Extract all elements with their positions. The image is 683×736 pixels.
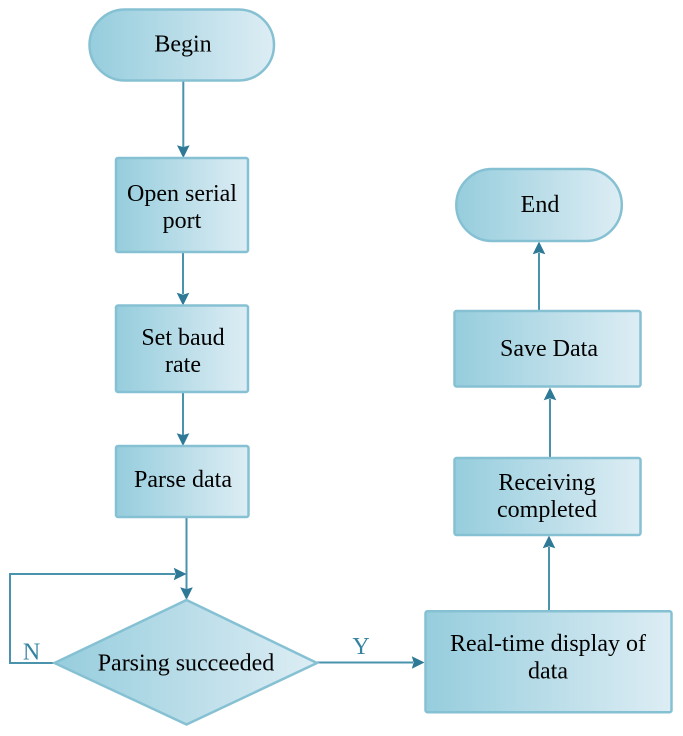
svg-text:data: data: [528, 659, 568, 685]
svg-text:port: port: [163, 208, 202, 234]
svg-text:N: N: [23, 640, 40, 666]
svg-text:Y: Y: [352, 634, 369, 660]
svg-text:Begin: Begin: [154, 31, 211, 57]
svg-text:Open serial: Open serial: [127, 181, 237, 207]
svg-text:Receiving: Receiving: [498, 470, 595, 496]
svg-text:Parse data: Parse data: [134, 467, 232, 493]
svg-text:Real-time display of: Real-time display of: [450, 631, 646, 657]
svg-text:Set baud: Set baud: [141, 325, 224, 351]
svg-text:rate: rate: [165, 352, 201, 378]
svg-text:End: End: [521, 192, 560, 218]
svg-text:Save Data: Save Data: [500, 336, 598, 362]
svg-text:completed: completed: [497, 497, 597, 523]
svg-text:Parsing succeeded: Parsing succeeded: [98, 651, 275, 677]
